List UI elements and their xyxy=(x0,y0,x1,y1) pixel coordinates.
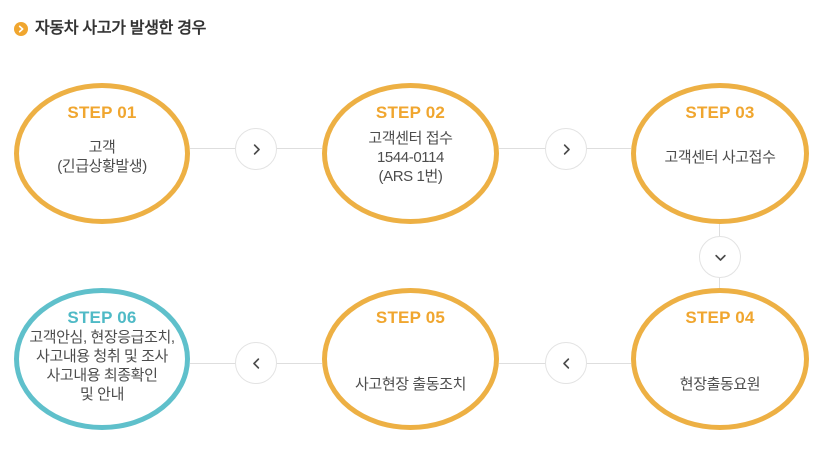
chevron-right-circle-icon xyxy=(14,21,28,36)
page-title: 자동차 사고가 발생한 경우 xyxy=(35,20,207,37)
step-body: 고객안심, 현장응급조치, 사고내용 청취 및 조사 사고내용 최종확인 및 안… xyxy=(29,329,175,403)
chevron-left-icon xyxy=(545,342,587,384)
step-label: STEP 06 xyxy=(67,308,137,327)
step-label: STEP 04 xyxy=(685,308,755,327)
chevron-down-icon xyxy=(699,236,741,278)
step-01-node: STEP 01 고객 (긴급상황발생) xyxy=(14,83,190,224)
chevron-right-icon xyxy=(235,128,277,170)
step-label: STEP 01 xyxy=(67,103,137,122)
step-label: STEP 02 xyxy=(375,103,446,122)
step-body: 현장출동요원 xyxy=(679,376,761,393)
step-body: 고객 (긴급상황발생) xyxy=(57,139,147,175)
step-body: 고객센터 사고접수 xyxy=(664,148,776,166)
step-body: 사고현장 출동조치 xyxy=(355,376,466,393)
step-03-node: STEP 03 고객센터 사고접수 xyxy=(631,83,809,224)
step-04-node: STEP 04 현장출동요원 xyxy=(631,288,809,430)
step-02-node: STEP 02 고객센터 접수 1544-0114 (ARS 1번) xyxy=(322,83,499,224)
step-label: STEP 03 xyxy=(685,103,755,122)
chevron-left-icon xyxy=(235,342,277,384)
step-06-node: STEP 06 고객안심, 현장응급조치, 사고내용 청취 및 조사 사고내용 … xyxy=(14,288,190,430)
chevron-right-icon xyxy=(545,128,587,170)
step-label: STEP 05 xyxy=(375,308,446,327)
step-05-node: STEP 05 사고현장 출동조치 xyxy=(322,288,499,430)
page-header: 자동차 사고가 발생한 경우 xyxy=(14,19,206,38)
step-body: 고객센터 접수 1544-0114 (ARS 1번) xyxy=(368,129,453,185)
